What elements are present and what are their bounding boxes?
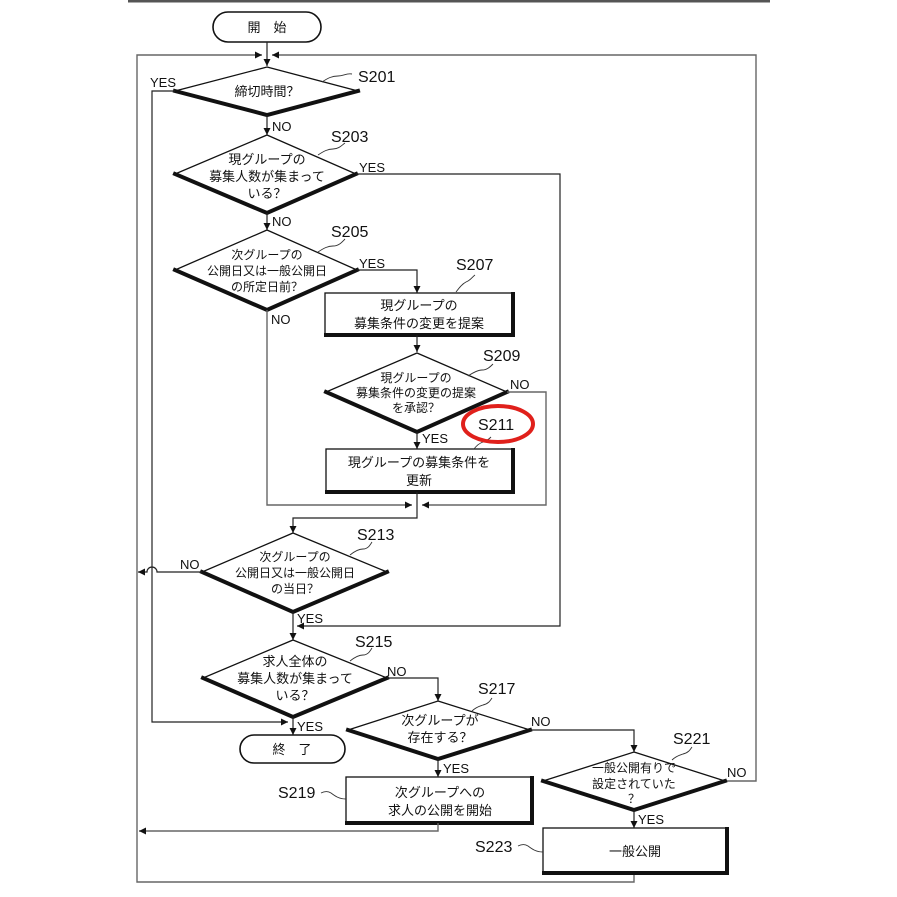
step-label-s219: S219 (278, 785, 315, 802)
decision-s213-text-line3: の当日？ (271, 582, 319, 596)
edge-label-s203-no: NO (272, 214, 292, 229)
process-s207-text-line1: 現グループの (380, 299, 457, 314)
squiggle-s215 (349, 647, 373, 662)
step-label-s215: S215 (355, 634, 392, 651)
connector-s205-no (266, 310, 412, 509)
step-label-s213: S213 (357, 527, 394, 544)
decision-s217: 次グループが 存在する？ (345, 700, 533, 762)
process-s211-text-line1: 現グループの募集条件を (348, 455, 490, 471)
step-label-s209: S209 (483, 348, 520, 365)
squiggle-s223 (517, 844, 544, 853)
decision-s205-text-line3: の所定日前？ (231, 279, 303, 294)
decision-s203-text-line3: いる？ (247, 187, 286, 202)
decision-s203-text-line2: 募集人数が集まって (209, 169, 325, 185)
squiggle-s217 (471, 697, 493, 712)
start-terminal-label: 開 始 (247, 21, 286, 36)
squiggle-s209 (467, 363, 494, 377)
step-label-s221: S221 (673, 731, 710, 748)
process-s207-text-line2: 募集条件の変更を提案 (354, 316, 484, 332)
end-terminal: 終 了 (239, 734, 346, 764)
connector-s201-yes (151, 90, 288, 726)
edge-label-s209-yes: YES (422, 431, 448, 446)
edge-label-s217-yes: YES (443, 761, 469, 776)
decision-s213: 次グループの 公開日又は一般公開日 の当日？ (199, 532, 390, 615)
edge-label-s215-yes: YES (297, 719, 323, 734)
decision-s221-text-line1: 一般公開有りで (592, 760, 676, 775)
process-s223-text: 一般公開 (609, 844, 661, 860)
decision-s217-text-line2: 存在する？ (407, 731, 472, 746)
process-s211-text-line2: 更新 (406, 473, 432, 489)
process-s211: 現グループの募集条件を 更新 (325, 448, 515, 494)
step-label-s207: S207 (456, 257, 493, 274)
decision-s215: 求人全体の 募集人数が集まって いる？ (200, 639, 390, 720)
decision-s205-text-line1: 次グループの (231, 248, 302, 262)
connector-loop-left-return (136, 51, 635, 883)
squiggle-s221 (671, 746, 693, 761)
connector-s217-no (530, 729, 638, 752)
decision-s209-text-line2: 募集条件の変更の提案 (356, 385, 476, 400)
decision-s209: 現グループの 募集条件の変更の提案 を承認？ (323, 352, 510, 435)
start-terminal: 開 始 (212, 11, 322, 43)
connector-s205-yes (357, 269, 421, 293)
edge-label-s205-no: NO (271, 312, 291, 327)
edge-label-s213-yes: YES (297, 611, 323, 626)
step-label-s211: S211 (478, 417, 514, 434)
edge-label-s213-no: NO (180, 557, 200, 572)
end-terminal-label: 終 了 (272, 742, 311, 758)
process-s219: 次グループへの 求人の公開を開始 (345, 776, 534, 825)
squiggle-s213 (349, 541, 373, 556)
edge-label-s221-yes: YES (638, 812, 664, 827)
decision-s213-text-line2: 公開日又は一般公開日 (235, 565, 355, 580)
process-s223: 一般公開 (542, 827, 729, 875)
edge-label-s221-no: NO (727, 765, 747, 780)
decision-s201-text: 締切時間？ (234, 84, 299, 100)
decision-s215-text-line2: 募集人数が集まって (237, 671, 353, 687)
decision-s209-text-line1: 現グループの (380, 371, 451, 385)
decision-s203: 現グループの 募集人数が集まって いる？ (172, 134, 359, 216)
step-label-s203: S203 (331, 129, 368, 146)
decision-s215-text-line3: いる？ (275, 689, 314, 704)
squiggle-s207 (455, 274, 476, 293)
decision-s215-text-line1: 求人全体の (262, 654, 327, 670)
connector-s215-no (387, 677, 442, 701)
process-s219-text-line2: 求人の公開を開始 (388, 804, 492, 819)
squiggle-s205 (317, 238, 346, 253)
decision-s209-text-line3: を承認？ (392, 400, 440, 415)
decision-s201: 締切時間？ (172, 66, 361, 118)
decision-s203-text-line1: 現グループの (228, 153, 305, 168)
step-label-s201: S201 (358, 69, 395, 86)
decision-s205-text-line2: 公開日又は一般公開日 (207, 263, 327, 278)
edge-label-s205-yes: YES (359, 256, 385, 271)
edge-label-s203-yes: YES (359, 160, 385, 175)
squiggle-s219 (320, 791, 347, 800)
connector-s209-no (422, 391, 547, 509)
highlight-ellipse (461, 404, 535, 444)
edge-label-s215-no: NO (387, 664, 407, 679)
decision-s221-text-line2: 設定されていた (592, 776, 676, 791)
edge-label-s201-no: NO (272, 119, 292, 134)
connector-s203-yes (297, 173, 561, 630)
squiggle-s203 (317, 142, 346, 156)
step-label-s205: S205 (331, 224, 368, 241)
decision-s221: 一般公開有りで 設定されていた ？ (540, 751, 728, 813)
step-label-s223: S223 (475, 839, 512, 856)
process-s207: 現グループの 募集条件の変更を提案 (324, 292, 515, 337)
edge-label-s209-no: NO (510, 377, 530, 392)
edge-label-s201-yes: YES (150, 75, 176, 90)
step-label-s217: S217 (478, 681, 515, 698)
connector-s221-no-return (272, 51, 757, 782)
decision-s217-text-line1: 次グループが (401, 713, 478, 729)
process-s219-text-line1: 次グループへの (395, 785, 485, 801)
squiggle-s201 (321, 73, 353, 83)
connector-merge-to-s213 (289, 492, 418, 533)
edge-label-s217-no: NO (531, 714, 551, 729)
decision-s213-text-line1: 次グループの (259, 550, 330, 564)
decision-s221-text-line3: ？ (628, 792, 640, 806)
connector-s219-return (139, 823, 439, 835)
connector-s213-no (138, 566, 202, 576)
